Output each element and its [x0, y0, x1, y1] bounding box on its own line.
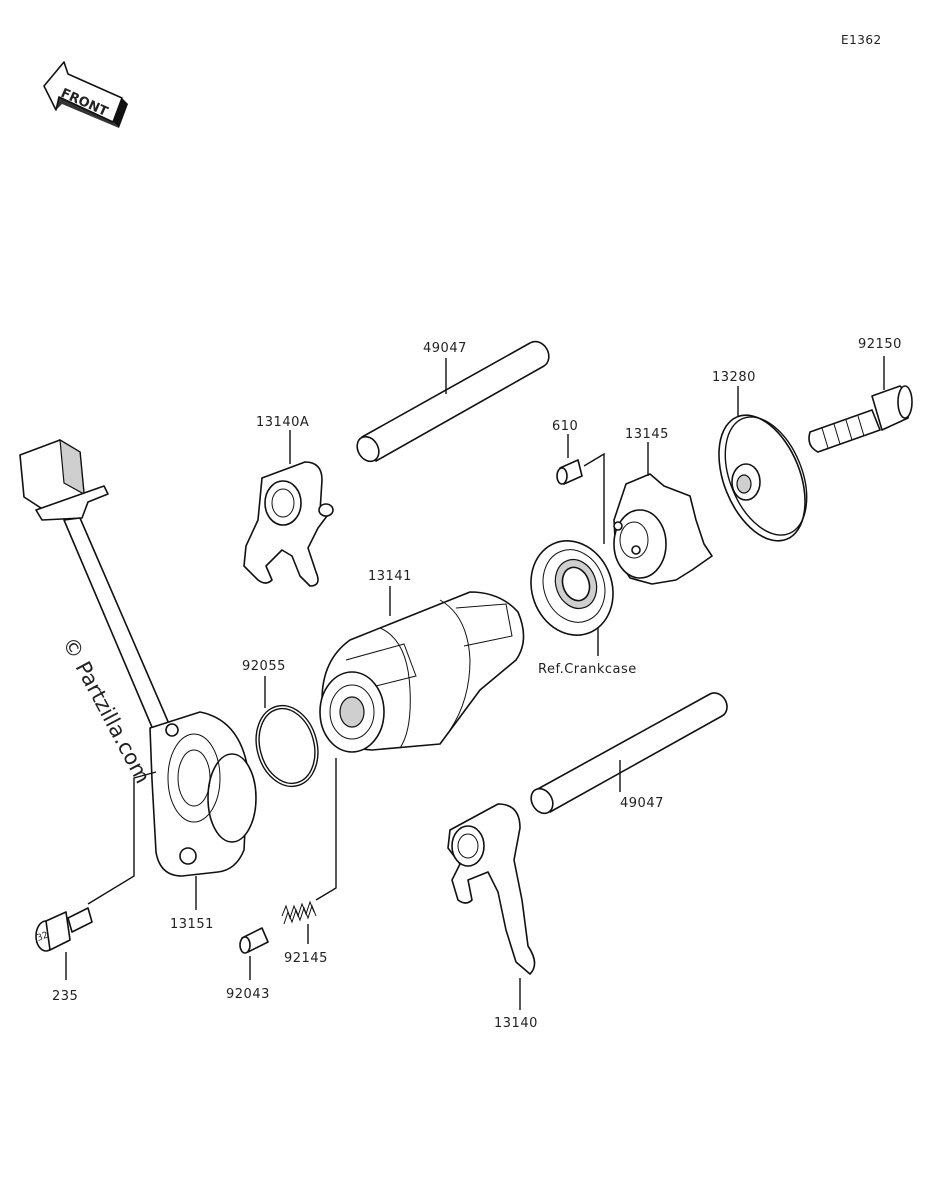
dowel-pin — [556, 459, 583, 485]
screw-head-mark: 32 — [36, 931, 50, 944]
label-shaft-upper: 49047 — [423, 341, 467, 356]
label-crankcase: Ref.Crankcase — [538, 662, 637, 677]
label-fork-upper: 13140A — [256, 415, 309, 430]
label-detent-pin: 92043 — [226, 987, 270, 1002]
screw: 32 — [35, 907, 93, 952]
label-drum: 13141 — [368, 569, 412, 584]
shift-drum — [319, 591, 525, 753]
lower-shift-shaft — [530, 692, 728, 815]
label-pin: 610 — [552, 419, 578, 434]
bearing — [530, 540, 614, 636]
label-screw: 235 — [52, 989, 78, 1004]
upper-shift-shaft — [356, 340, 550, 463]
label-plate: 13280 — [712, 370, 756, 385]
bolt — [808, 385, 913, 453]
diagram-code: E1362 — [841, 33, 882, 47]
gear-position-switch — [19, 438, 257, 877]
label-bolt: 92150 — [858, 337, 902, 352]
o-ring — [255, 704, 319, 788]
detent-pin — [239, 927, 269, 954]
lower-shift-fork — [447, 803, 536, 975]
leader-spring-drum — [315, 758, 337, 901]
label-fork-lower: 13140 — [494, 1016, 538, 1031]
label-holder: 13151 — [170, 917, 214, 932]
leader-holder — [87, 771, 157, 905]
label-o-ring: 92055 — [242, 659, 286, 674]
label-shaft-lower: 49047 — [620, 796, 664, 811]
front-arrow-icon: FRONT — [43, 61, 128, 128]
label-spring: 92145 — [284, 951, 328, 966]
detent-spring — [281, 900, 317, 925]
shift-cam — [613, 473, 713, 585]
stopper-plate — [718, 414, 808, 542]
leader-pin-cam — [583, 452, 605, 544]
upper-shift-fork — [243, 461, 334, 587]
label-shift-cam: 13145 — [625, 427, 669, 442]
